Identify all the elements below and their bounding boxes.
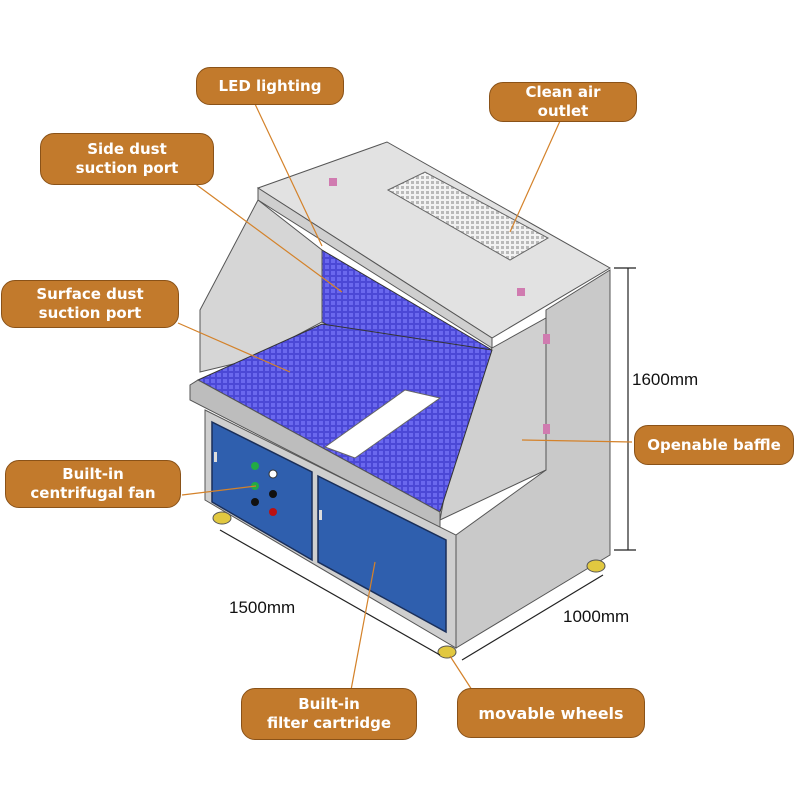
built-in-centrifugal-fan-label: Built-in centrifugal fan	[5, 460, 181, 508]
fan-door	[211, 420, 313, 562]
door-latch-right	[319, 510, 322, 520]
width-dimension-line	[219, 529, 441, 656]
wheel-front-right	[437, 645, 457, 659]
height-dimension: 1600mm	[632, 370, 699, 389]
led-lighting-label: LED lighting	[196, 67, 344, 105]
depth-dimension: 1000mm	[563, 607, 630, 626]
outlet-marker	[517, 288, 525, 296]
height-dimension-line	[614, 267, 636, 551]
filter-door	[317, 474, 447, 634]
clean-air-vent	[386, 171, 550, 261]
wheel-back-right	[586, 559, 606, 573]
surface-dust-suction-port-label: Surface dust suction port	[1, 280, 179, 328]
surface-gap	[323, 389, 442, 459]
control-button-black	[269, 490, 277, 498]
control-button-black-2	[251, 498, 259, 506]
front-rail	[189, 379, 441, 529]
openable-baffle-label: Openable baffle	[634, 425, 794, 465]
baffle-hinge-bottom	[543, 424, 550, 434]
control-button-green	[251, 462, 259, 470]
leader-lines	[177, 103, 633, 691]
control-button-red	[269, 508, 277, 516]
baffle-hinge-top	[543, 334, 550, 344]
door-latch-left	[214, 452, 217, 462]
wheel-front-left	[212, 511, 232, 525]
built-in-filter-cartridge-label: Built-in filter cartridge	[241, 688, 417, 740]
movable-wheels-label: movable wheels	[457, 688, 645, 738]
clean-air-outlet-label: Clean air outlet	[489, 82, 637, 122]
width-dimension: 1500mm	[229, 598, 296, 617]
side-dust-suction-port-label: Side dust suction port	[40, 133, 214, 185]
control-button-white	[268, 469, 278, 479]
depth-dimension-line	[461, 574, 604, 661]
led-marker	[329, 178, 337, 186]
